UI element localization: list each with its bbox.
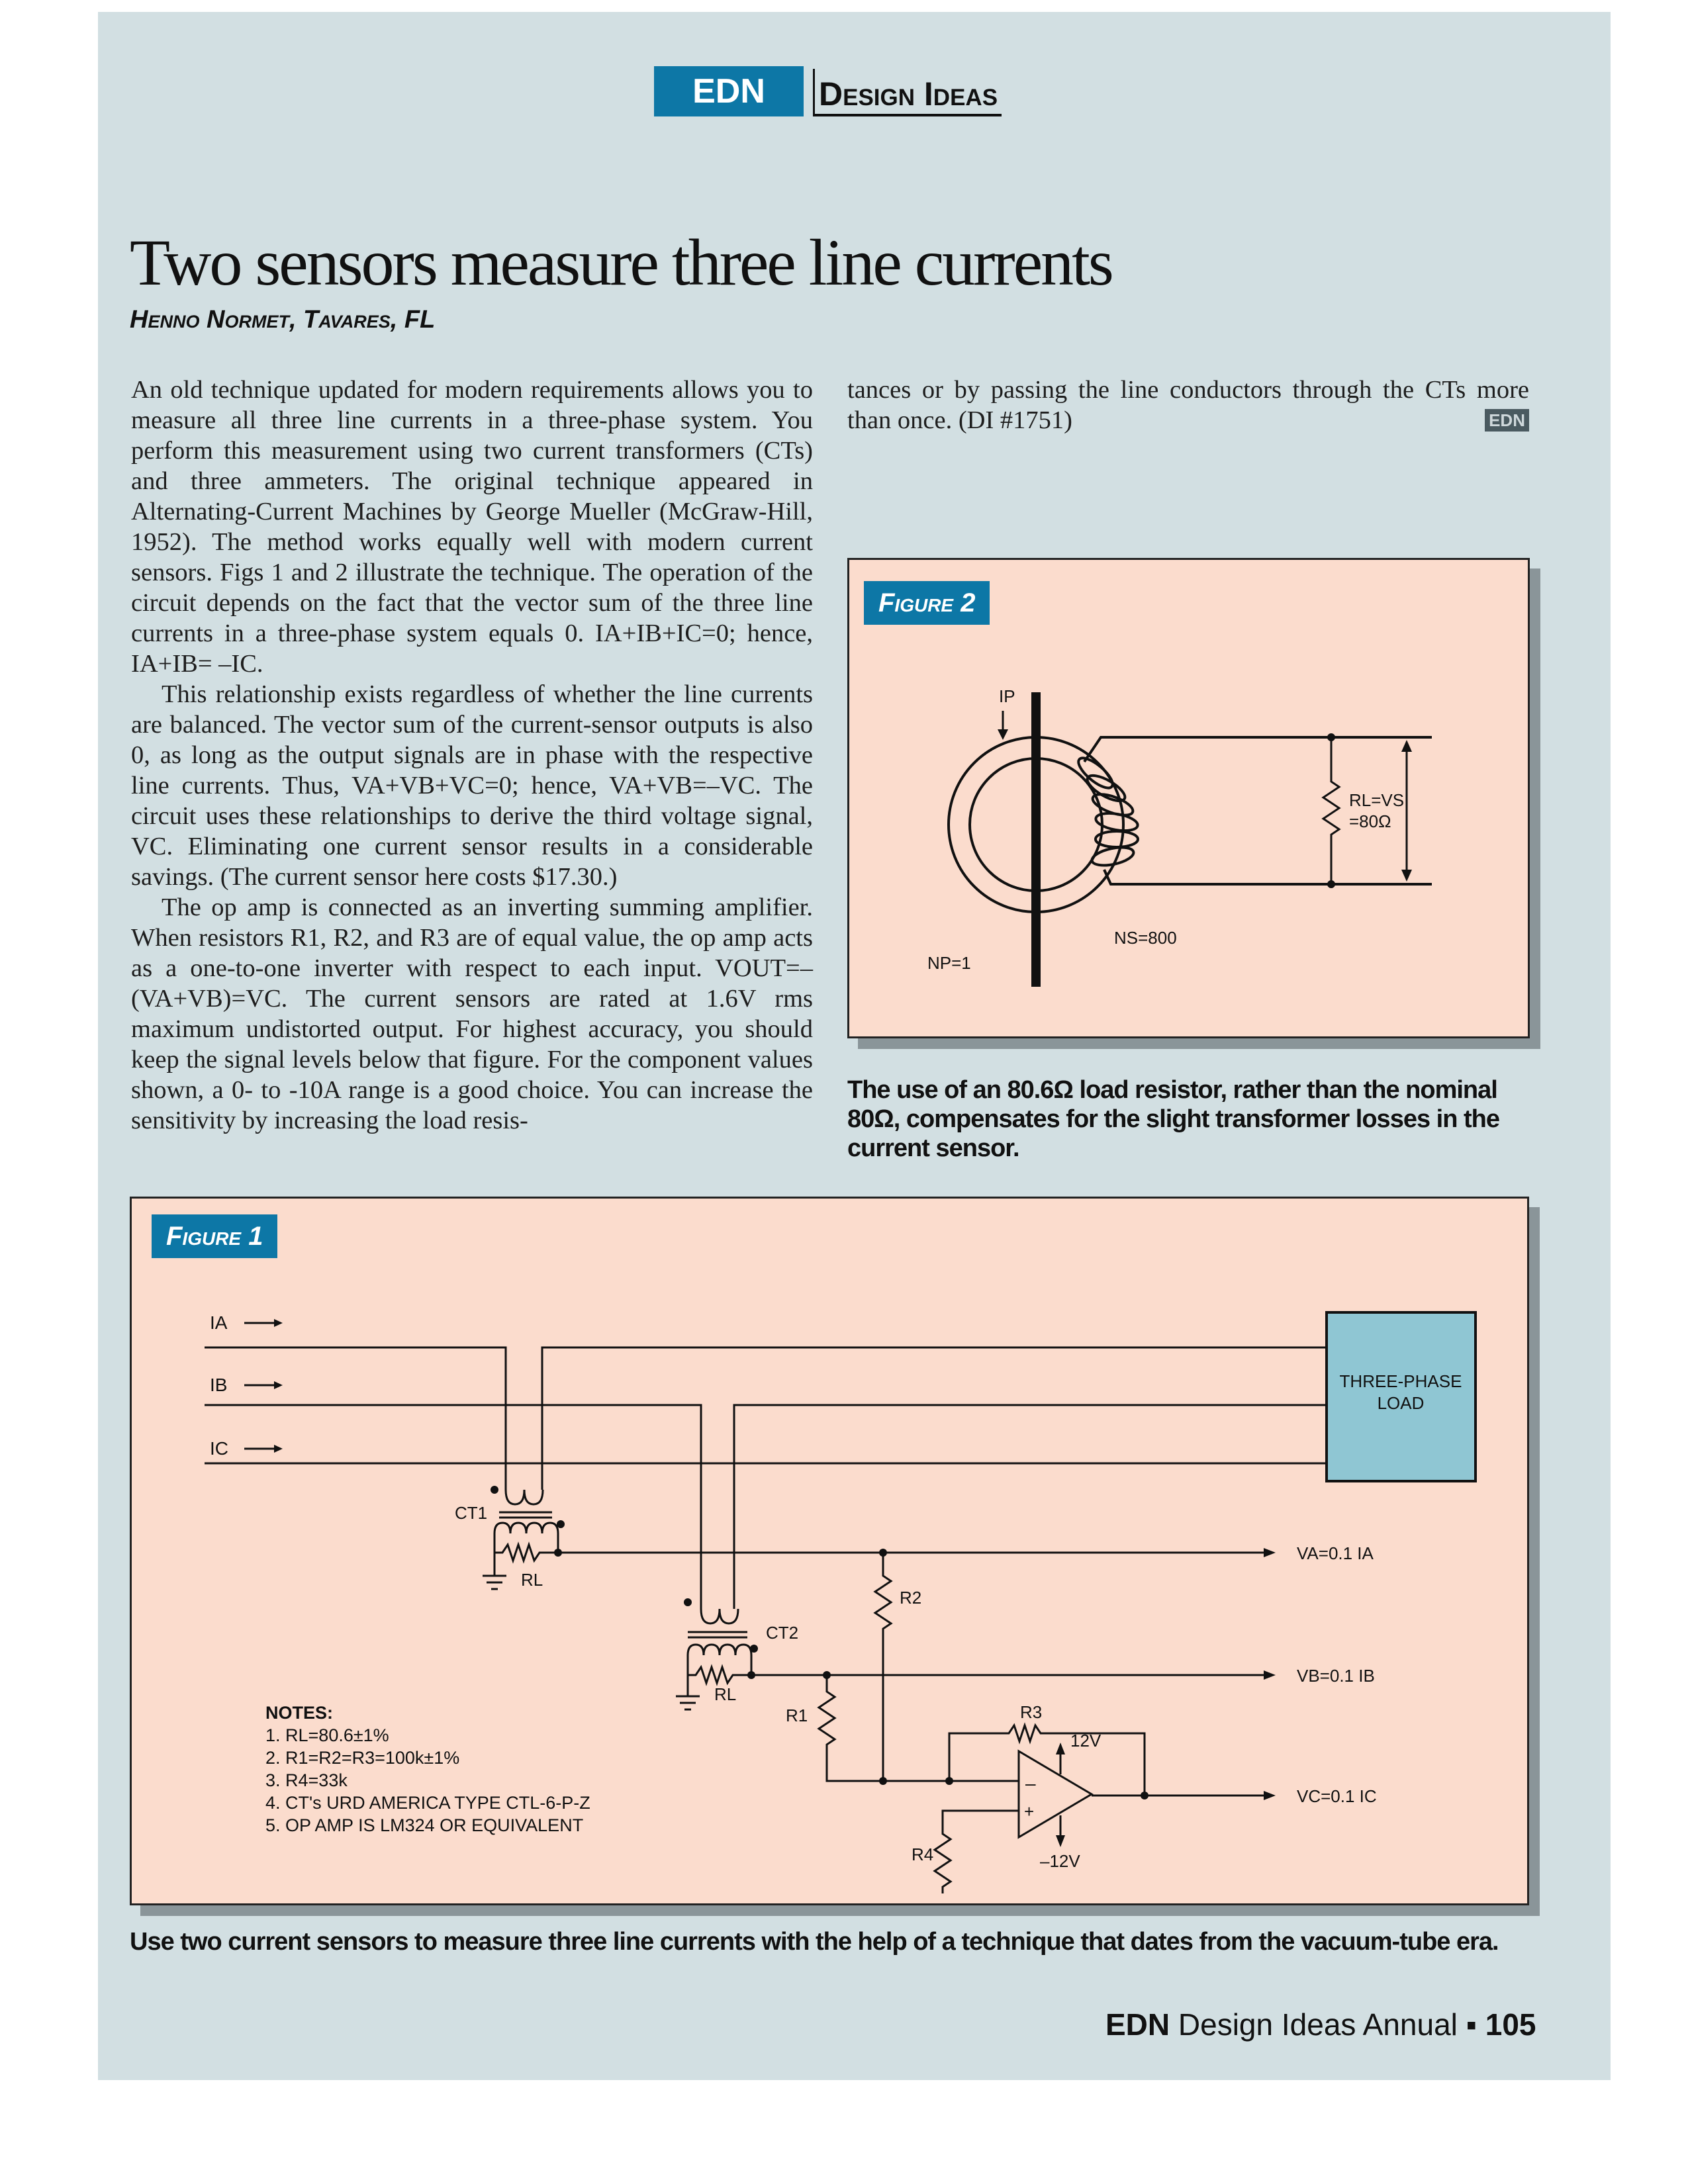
phase-b-line-out	[733, 1404, 1327, 1609]
edn-badge: EDN	[654, 66, 804, 116]
ct2-label: CT2	[766, 1623, 798, 1643]
secondary-winding	[1077, 756, 1139, 867]
paragraph-1: An old technique updated for modern requ…	[131, 376, 813, 678]
design-ideas-badge: Design Ideas	[813, 69, 1002, 116]
r4-resistor	[933, 1809, 1019, 1893]
ct1-rl-label: RL	[521, 1570, 543, 1590]
ic-label: IC	[210, 1438, 228, 1459]
three-phase-load-box	[1325, 1311, 1477, 1482]
rl-label-line2: =80Ω	[1349, 811, 1391, 831]
ns-label: NS=800	[1114, 928, 1177, 948]
rl-label-line1: RL=VS	[1349, 790, 1404, 810]
r1-label: R1	[786, 1706, 808, 1725]
vs-arrowhead-up	[1401, 740, 1412, 752]
ip-label: IP	[999, 686, 1015, 706]
op-amp	[1017, 1749, 1094, 1839]
circuit-schematic: THREE-PHASE LOAD – + IA IB IC CT1 RL CT2…	[205, 1311, 1477, 1893]
page-number: 105	[1485, 2007, 1536, 2042]
r3-label: R3	[1020, 1702, 1042, 1722]
footer-text: Design Ideas Annual	[1178, 2007, 1458, 2042]
phase-a-line-in	[205, 1346, 507, 1490]
note-item: 2. R1=R2=R3=100k±1%	[265, 1748, 460, 1768]
article-byline: Henno Normet, Tavares, FL	[130, 306, 436, 334]
r4-label: R4	[912, 1844, 933, 1864]
article-column-left: An old technique updated for modern requ…	[131, 375, 813, 1136]
load-label-line2: LOAD	[1378, 1393, 1425, 1413]
schematic-notes: NOTES: 1. RL=80.6±1% 2. R1=R2=R3=100k±1%…	[265, 1702, 590, 1837]
va-label: VA=0.1 IA	[1297, 1543, 1374, 1563]
article-title: Two sensors measure three line currents	[130, 226, 1114, 299]
paragraph-2: This relationship exists regardless of w…	[131, 680, 813, 891]
ct1-load-resistor	[493, 1533, 559, 1564]
note-item: 5. OP AMP IS LM324 OR EQUIVALENT	[265, 1815, 584, 1835]
note-item: 1. RL=80.6±1%	[265, 1725, 389, 1745]
notes-title: NOTES:	[265, 1703, 334, 1723]
load-label-line1: THREE-PHASE	[1340, 1371, 1462, 1391]
vpos-label: 12V	[1070, 1731, 1102, 1751]
ib-label: IB	[210, 1375, 227, 1395]
r1-resistor	[817, 1675, 966, 1782]
ip-arrowhead	[998, 729, 1008, 740]
ct2-load-resistor	[686, 1655, 753, 1686]
figure-1-label: Figure 1	[152, 1214, 278, 1258]
winding-lead-top	[1083, 736, 1432, 763]
ct2-secondary	[686, 1643, 753, 1656]
ct2-rl-label: RL	[714, 1684, 736, 1704]
winding-lead-bottom	[1103, 869, 1432, 886]
figure-1: Figure 1	[130, 1197, 1529, 1905]
vc-label: VC=0.1 IC	[1297, 1786, 1377, 1806]
current-transformer-diagram: IP NP=1 NS=800 RL=VS =80Ω	[927, 686, 1432, 987]
r3-resistor	[948, 1722, 1146, 1796]
page-footer: EDN Design Ideas Annual ▪ 105	[1105, 2007, 1536, 2042]
footer-brand: EDN	[1105, 2007, 1170, 2042]
ct1-label: CT1	[455, 1503, 487, 1523]
note-item: 3. R4=33k	[265, 1770, 348, 1790]
figure-2-caption: The use of an 80.6Ω load resistor, rathe…	[847, 1076, 1500, 1162]
paragraph-3: The op amp is connected as an inverting …	[131, 893, 813, 1134]
figure-2-label: Figure 2	[864, 581, 990, 625]
r2-resistor	[873, 1553, 893, 1781]
load-resistor	[1321, 737, 1341, 884]
ct2-primary	[700, 1608, 739, 1625]
op-amp-minus: –	[1025, 1773, 1036, 1794]
vs-arrowhead-down	[1401, 870, 1412, 882]
ct1-secondary	[493, 1522, 559, 1534]
np-label: NP=1	[927, 953, 971, 973]
article-column-right: tances or by passing the line conductors…	[847, 375, 1529, 435]
phase-a-line-out	[541, 1346, 1327, 1490]
ct1-primary	[504, 1489, 544, 1506]
schematic-markers	[274, 1319, 1276, 1847]
vb-label: VB=0.1 IB	[1297, 1666, 1375, 1686]
figure-2: Figure 2 IP NP=1 NS=800 RL=VS	[847, 558, 1530, 1038]
op-amp-plus: +	[1024, 1801, 1034, 1821]
paragraph-4: tances or by passing the line conductors…	[847, 376, 1529, 434]
note-item: 4. CT's URD AMERICA TYPE CTL-6-P-Z	[265, 1793, 590, 1813]
ia-label: IA	[210, 1312, 228, 1333]
figure-1-caption: Use two current sensors to measure three…	[130, 1928, 1499, 1956]
r2-label: R2	[900, 1588, 921, 1608]
vneg-label: –12V	[1040, 1851, 1080, 1871]
edn-end-mark: EDN	[1485, 409, 1529, 432]
footer-bullet: ▪	[1466, 2007, 1477, 2042]
phase-b-line-in	[205, 1404, 702, 1609]
